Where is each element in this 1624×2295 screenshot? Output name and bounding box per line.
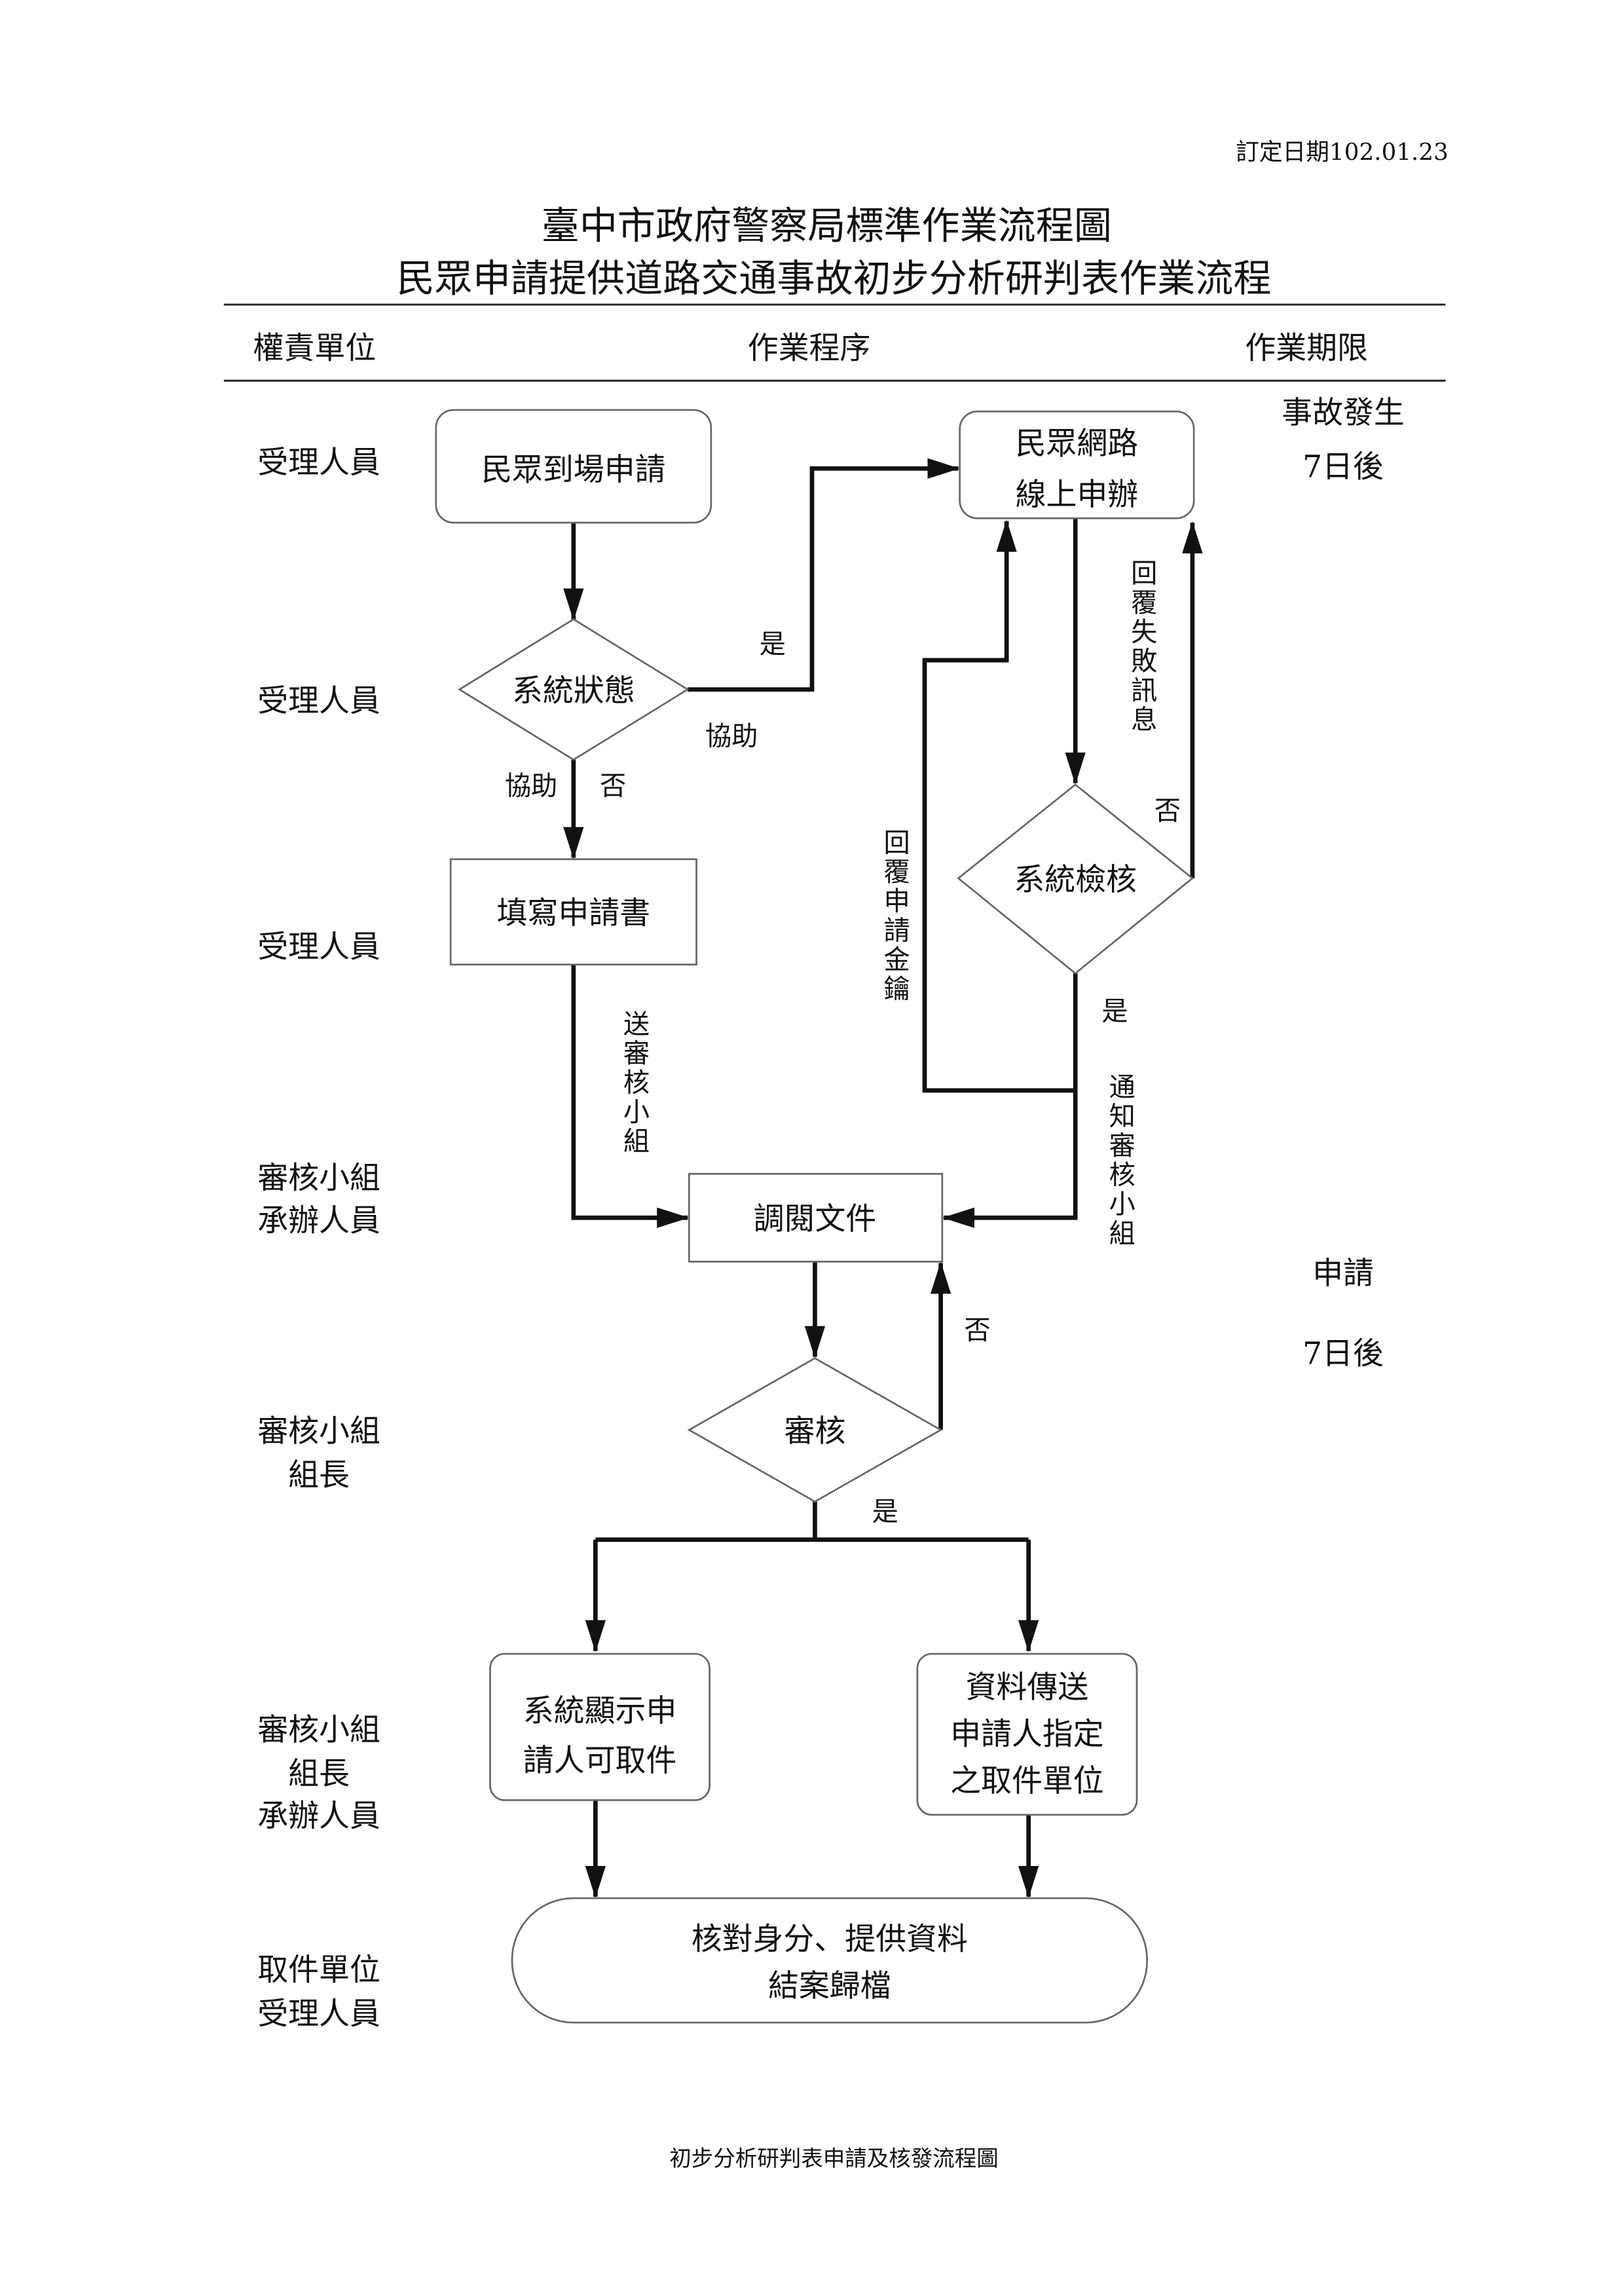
role-label: 審核小組 [257,1413,380,1449]
edge-label-no: 否 [600,772,626,802]
node-label: 之取件單位 [950,1763,1104,1799]
deadline-text: 7日後 [1302,1336,1384,1372]
terminal-finish: 核對身分、提供資料 結案歸檔 [511,1897,1148,2024]
role-label: 取件單位 [257,1952,380,1988]
edge-label-yes: 是 [760,629,786,660]
node-label: 核對身分、提供資料 [692,1921,968,1957]
role-label: 受理人員 [257,683,380,719]
node-label: 系統狀態 [512,673,635,709]
edge-label-assist: 協助 [705,722,758,752]
header-deadline: 作業期限 [1245,331,1368,367]
title-line1: 臺中市政府警察局標準作業流程圖 [542,204,1112,248]
node-label: 線上申辦 [1016,477,1139,513]
connectors [563,458,1203,1899]
deadline-text: 事故發生 [1282,395,1405,431]
role-label: 審核小組 [257,1161,380,1197]
role-label: 受理人員 [257,929,380,965]
decision-review: 審核 [687,1357,943,1503]
role-column: 受理人員 受理人員 受理人員 審核小組 承辦人員 審核小組 組長 審核小組 組長… [257,445,380,2032]
edge-label-no: 否 [964,1316,990,1346]
role-label: 受理人員 [257,445,380,481]
edge-label-yes: 是 [872,1497,898,1527]
node-label: 資料傳送 [966,1670,1089,1706]
node-label: 民眾網路 [1016,426,1139,462]
role-label: 組長 [288,1457,350,1493]
role-label: 承辦人員 [257,1799,380,1835]
node-label: 填寫申請書 [497,895,651,931]
node-label: 民眾到場申請 [481,452,665,488]
edge-label-reply-key: 回覆申請金鑰 [879,829,909,1004]
title-line2: 民眾申請提供道路交通事故初步分析研判表作業流程 [397,256,1272,301]
header-procedure: 作業程序 [748,331,871,367]
node-label: 請人可取件 [523,1743,677,1779]
node-label: 系統顯示申 [523,1693,677,1729]
node-label: 調閱文件 [754,1201,877,1237]
edge-label-reply-fail: 回覆失敗訊息 [1126,559,1156,735]
node-online-application: 民眾網路 線上申辦 [959,410,1195,519]
edge-label-send-review: 送審核小組 [618,1010,648,1156]
node-label: 申請人指定 [950,1717,1104,1753]
node-show-pickup: 系統顯示申 請人可取件 [489,1652,710,1801]
footer-caption: 初步分析研判表申請及核發流程圖 [669,2146,999,2171]
role-label: 審核小組 [257,1712,380,1748]
node-label: 系統檢核 [1014,862,1137,898]
role-label: 組長 [288,1756,350,1792]
deadline-text: 7日後 [1302,449,1384,485]
header-responsible-unit: 權責單位 [253,331,377,367]
role-label: 受理人員 [257,1996,380,2032]
node-review-documents: 調閱文件 [688,1172,944,1263]
edge-label-assist: 協助 [505,772,557,802]
node-fill-form: 填寫申請書 [449,858,697,966]
deadline-text: 申請 [1312,1256,1374,1292]
revision-date: 訂定日期102.01.23 [1236,139,1449,166]
node-label: 結案歸檔 [768,1968,891,2004]
edge-label-notify-review: 通知審核小組 [1104,1073,1134,1248]
edge-label-yes: 是 [1101,997,1128,1027]
edge-label-no: 否 [1154,796,1181,827]
decision-system-check: 系統檢核 [957,783,1194,975]
node-label: 審核 [784,1413,846,1449]
node-send-data: 資料傳送 申請人指定 之取件單位 [916,1652,1138,1816]
decision-system-status: 系統狀態 [457,618,690,761]
node-onsite-application: 民眾到場申請 [435,409,712,524]
role-label: 承辦人員 [257,1203,380,1239]
